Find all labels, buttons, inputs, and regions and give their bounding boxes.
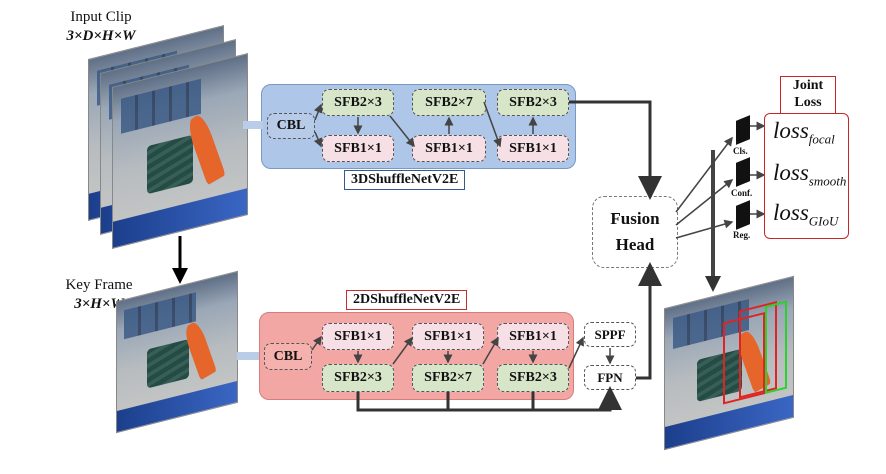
net3d-bottom-2: SFB1×1 (412, 135, 486, 162)
fusion-head-line2: Head (615, 235, 655, 254)
joint-loss-line2: Loss (794, 95, 822, 110)
key-frame-dims: 3×H×W (74, 296, 124, 312)
net3d-top-1: SFB2×3 (322, 89, 394, 116)
net3d-bottom-1: SFB1×1 (322, 135, 394, 162)
net2d-name: 2DShuffleNetV2E (346, 290, 468, 310)
loss-smooth-sub: smooth (808, 173, 847, 189)
fusion-head: Fusion Head (592, 196, 678, 268)
loss-smooth-main: loss (773, 160, 809, 185)
loss-focal: lossfocal (773, 118, 835, 148)
loss-focal-sub: focal (808, 131, 835, 147)
net3d-top-2: SFB2×7 (412, 89, 486, 116)
input-clip-dims: 3×D×H×W (66, 28, 136, 44)
fpn-box: FPN (584, 365, 636, 390)
conf-head-label: Conf. (731, 188, 753, 198)
net2d-bottom-3: SFB2×3 (497, 364, 569, 392)
net2d-input-arrow (237, 352, 261, 360)
net2d-bottom-2: SFB2×7 (412, 364, 484, 392)
net3d-bottom-3: SFB1×1 (497, 135, 569, 162)
loss-giou-main: loss (773, 200, 809, 225)
reg-head-label: Reg. (733, 230, 751, 240)
detection-box-green (765, 300, 787, 395)
loss-focal-main: loss (773, 118, 809, 143)
input-clip-title: Input Clip (70, 9, 132, 25)
net2d-top-3: SFB1×1 (497, 323, 569, 350)
fusion-head-line1: Fusion (610, 209, 660, 228)
loss-giou-sub: GIoU (808, 213, 839, 229)
input-clip-label: Input Clip 3×D×H×W (46, 8, 156, 46)
net2d-cbl: CBL (264, 343, 312, 370)
loss-smooth: losssmooth (773, 160, 846, 190)
net2d-top-1: SFB1×1 (322, 323, 394, 350)
loss-panel: lossfocal losssmooth lossGIoU (764, 113, 849, 239)
net3d-top-3: SFB2×3 (497, 89, 569, 116)
joint-loss-title: Joint Loss (780, 76, 836, 114)
key-frame-label: Key Frame 3×H×W (44, 276, 154, 314)
net3d-input-arrow (243, 121, 263, 129)
net3d-name: 3DShuffleNetV2E (344, 170, 466, 190)
net3d-cbl: CBL (267, 113, 315, 139)
joint-loss-line1: Joint (792, 78, 824, 93)
net2d-top-2: SFB1×1 (412, 323, 484, 350)
net2d-bottom-1: SFB2×3 (322, 364, 394, 392)
loss-giou: lossGIoU (773, 200, 838, 230)
clip-to-keyframe-arrow (172, 236, 188, 284)
sppf-box: SPPF (584, 322, 636, 347)
key-frame-title: Key Frame (65, 277, 133, 293)
cls-head-label: Cls. (733, 146, 748, 156)
